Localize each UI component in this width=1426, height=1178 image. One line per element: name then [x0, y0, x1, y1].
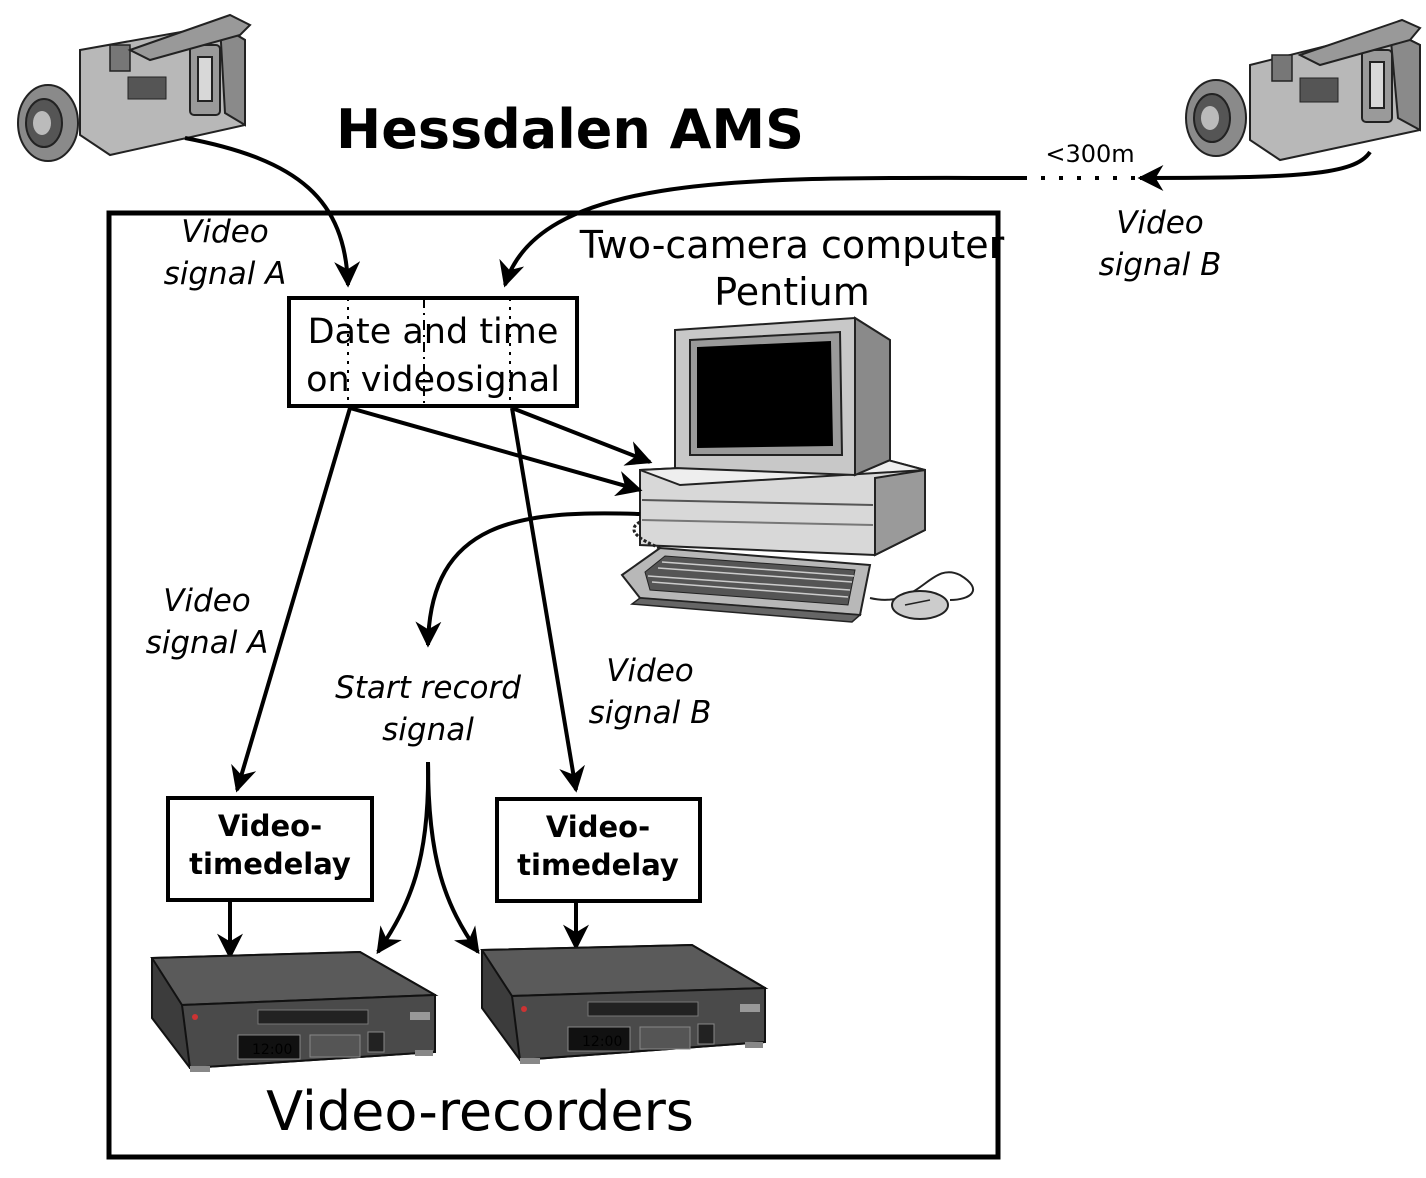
timedelay-label: timedelay [189, 847, 351, 881]
video-signal-b-cable [1137, 150, 1372, 191]
video-signal-b-mid-label: signal B [589, 695, 712, 731]
system-enclosure [106, 210, 1001, 1160]
start-record-signal-line [415, 511, 641, 648]
date-time-label: on videosignal [306, 360, 560, 400]
timedelay-box-right [495, 797, 702, 903]
distance-label: <300m [1045, 140, 1134, 168]
vcr-display: 12:00 [252, 1042, 292, 1058]
vcr-display: 12:00 [582, 1034, 622, 1050]
date-time-label: Date and time [308, 312, 559, 352]
video-signal-b-right-label: signal B [1099, 247, 1222, 283]
keyboard-icon [620, 546, 872, 623]
video-recorders-label: Video-recorders [266, 1080, 694, 1143]
video-signal-b-input-line [499, 175, 1024, 288]
video-signal-a-top-label: signal A [164, 256, 287, 292]
video-signal-a-output-line [231, 407, 352, 793]
video-signal-a-top-label: Video [181, 214, 269, 250]
timedelay-label: Video- [218, 809, 322, 843]
desktop-computer-icon [620, 316, 974, 623]
video-camera-icon [1185, 18, 1422, 162]
start-record-split-line [376, 761, 431, 955]
video-signal-b-right-label: Video [1116, 205, 1204, 241]
start-record-label: signal [382, 712, 474, 748]
diagram-title: Hessdalen AMS [336, 98, 804, 161]
timedelay-box-left [166, 796, 374, 902]
signal-to-computer-line [511, 406, 653, 466]
video-signal-b-mid-label: Video [606, 653, 694, 689]
start-record-split-line [426, 761, 480, 955]
video-signal-b-output-line [510, 407, 585, 793]
computer-label: Two-camera computer [579, 223, 1005, 267]
video-signal-a-mid-label: signal A [146, 625, 269, 661]
computer-label: Pentium [714, 270, 870, 314]
start-record-label: Start record [335, 670, 521, 706]
signal-to-computer-line [349, 406, 643, 497]
video-recorder-icon: 12:00 [480, 943, 769, 1064]
timedelay-label: timedelay [517, 848, 679, 882]
video-recorder-icon: 12:00 [150, 950, 439, 1072]
date-time-box [287, 296, 579, 408]
video-signal-a-input-line [184, 136, 361, 288]
video-camera-icon [17, 13, 252, 162]
mouse-icon [869, 571, 974, 620]
video-signal-a-mid-label: Video [163, 583, 251, 619]
timedelay-label: Video- [546, 810, 650, 844]
